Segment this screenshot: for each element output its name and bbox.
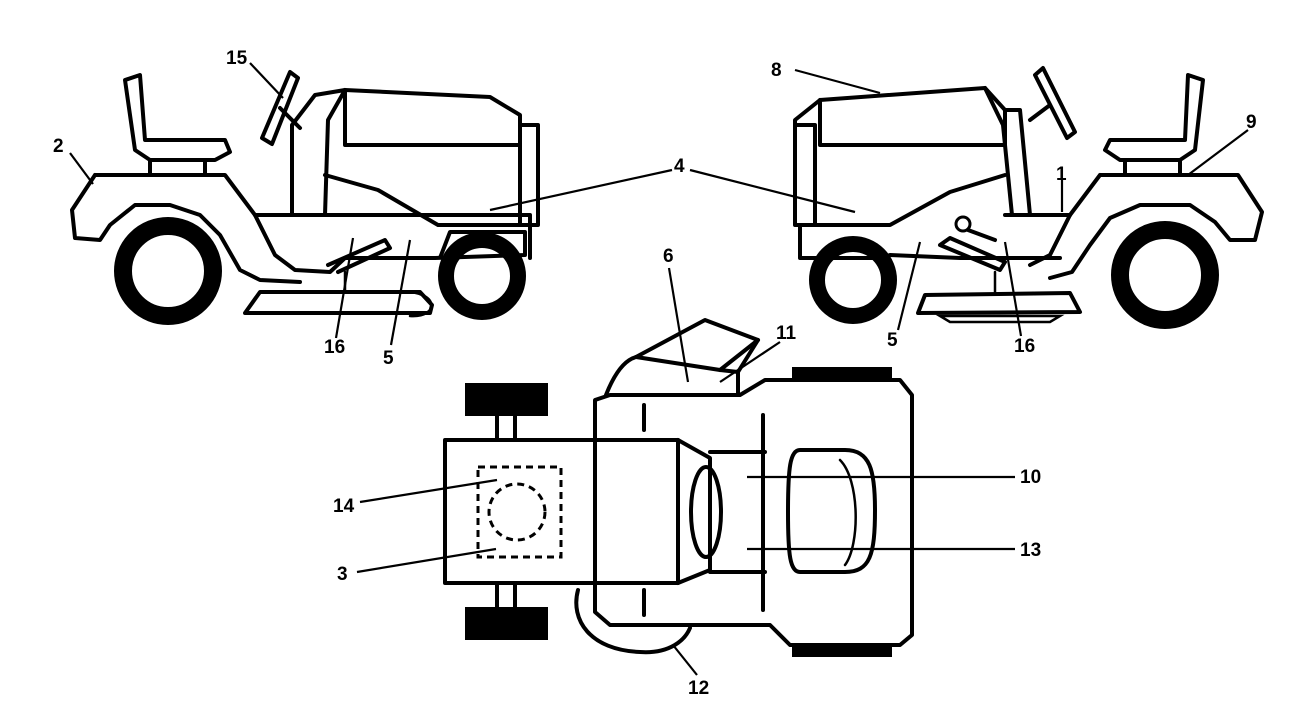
callout-11: 11 bbox=[776, 323, 797, 344]
tractor-left-side-view bbox=[70, 70, 540, 325]
callout-6: 6 bbox=[663, 246, 674, 267]
callout-8: 8 bbox=[771, 60, 782, 81]
callout-15: 15 bbox=[226, 48, 248, 69]
callout-16-right: 16 bbox=[1014, 336, 1035, 357]
callout-10: 10 bbox=[1020, 467, 1041, 488]
callout-14: 14 bbox=[333, 496, 355, 517]
callout-2: 2 bbox=[53, 136, 64, 157]
tractor-right-side-view bbox=[793, 66, 1264, 329]
callout-3: 3 bbox=[337, 564, 348, 585]
callout-1: 1 bbox=[1056, 164, 1067, 185]
callout-9: 9 bbox=[1246, 112, 1257, 133]
callout-4: 4 bbox=[674, 156, 685, 177]
tractor-top-view bbox=[443, 318, 914, 657]
callout-16-left: 16 bbox=[324, 337, 345, 358]
callout-5-right: 5 bbox=[887, 330, 898, 351]
leader-lines bbox=[69, 62, 1249, 676]
callout-5-left: 5 bbox=[383, 348, 394, 369]
callout-13: 13 bbox=[1020, 540, 1041, 561]
callout-numbers: 2 15 4 16 5 8 9 1 5 16 6 11 10 13 14 3 1… bbox=[53, 48, 1257, 699]
callout-12: 12 bbox=[688, 678, 709, 699]
